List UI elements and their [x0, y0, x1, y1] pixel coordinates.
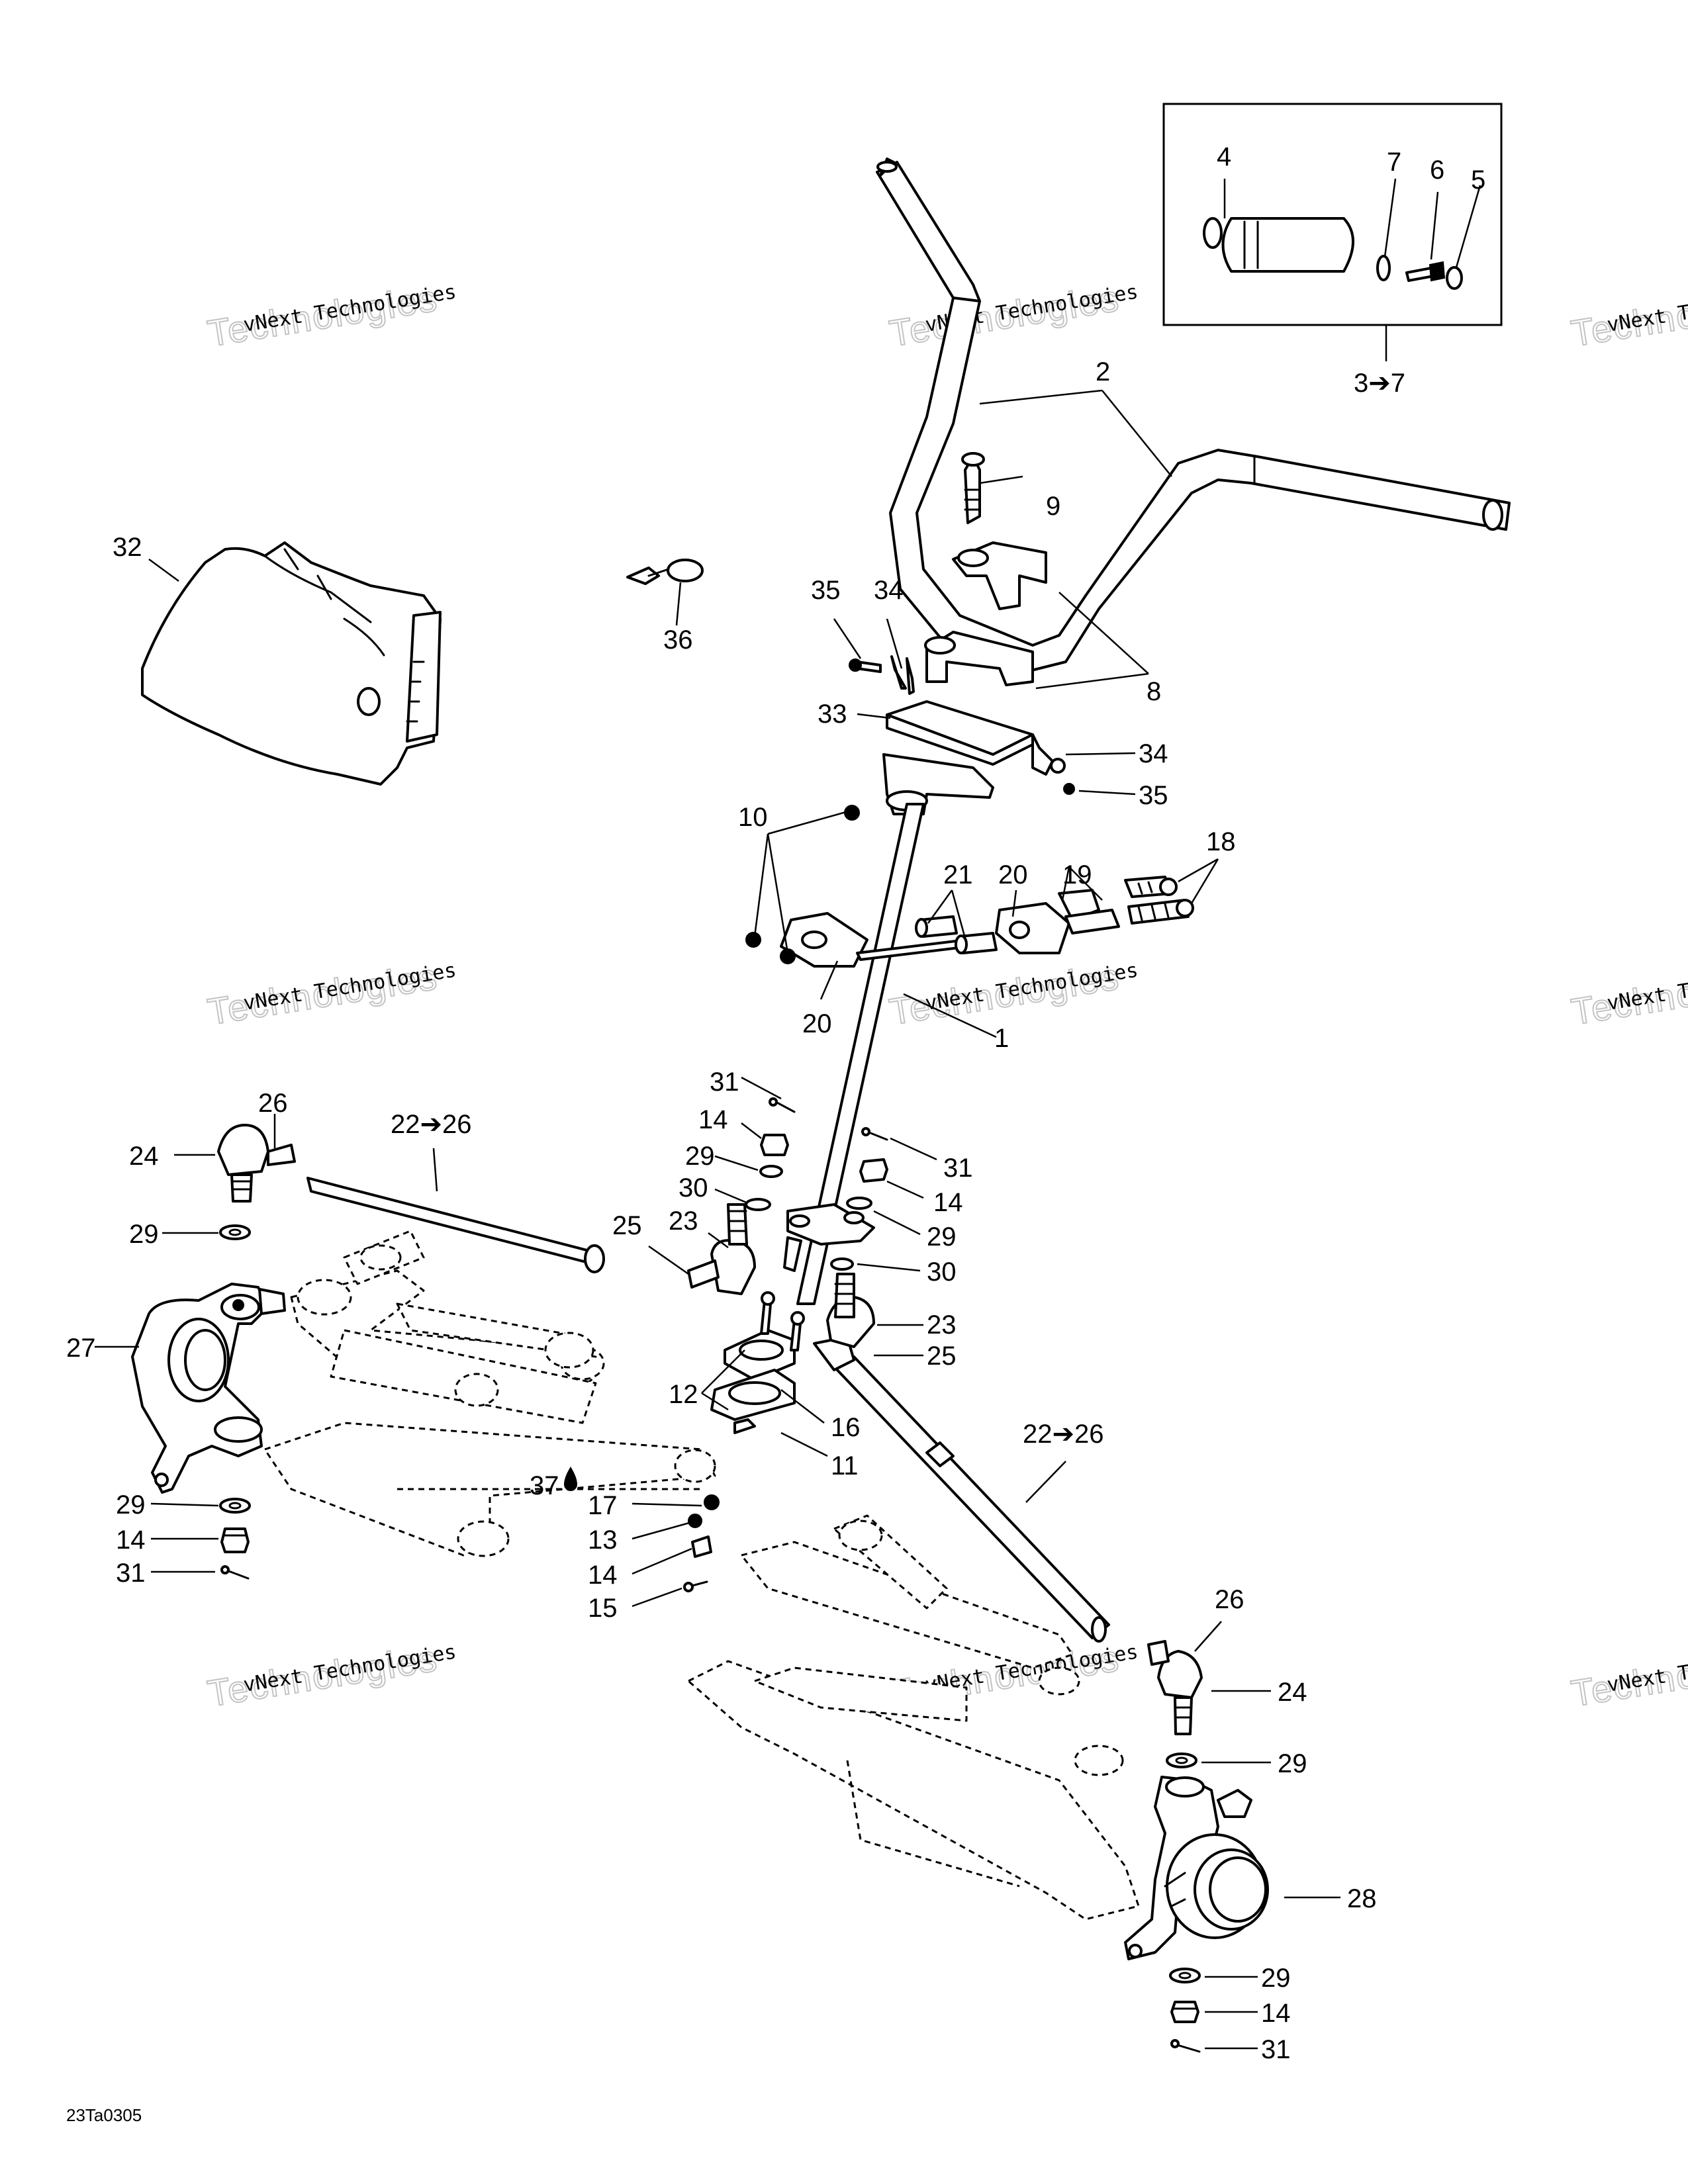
- callout-6: 6: [1430, 156, 1444, 185]
- callout-29: 29: [116, 1490, 146, 1520]
- callout-15: 15: [588, 1594, 618, 1623]
- callout-29: 29: [129, 1220, 159, 1249]
- callout-31: 31: [1261, 2035, 1291, 2064]
- callout-18: 18: [1206, 827, 1236, 856]
- column-brackets: [745, 805, 1194, 968]
- callout-14: 14: [698, 1105, 728, 1134]
- callout-22-to-26: 22➔26: [1023, 1420, 1104, 1449]
- callout-27: 27: [66, 1334, 96, 1363]
- hardware: [219, 1097, 1201, 2053]
- callout-14: 14: [116, 1525, 146, 1555]
- callout-23: 23: [669, 1206, 698, 1236]
- steering-knuckles: [131, 1283, 1269, 1960]
- callout-37: 37: [530, 1471, 559, 1500]
- callout-30: 30: [679, 1173, 708, 1203]
- callout-36: 36: [663, 625, 693, 655]
- callout-24: 24: [129, 1142, 159, 1171]
- callout-31: 31: [116, 1559, 146, 1588]
- callout-3-to-7: 3➔7: [1354, 369, 1405, 398]
- callout-21: 21: [943, 860, 973, 889]
- callout-4: 4: [1217, 142, 1231, 171]
- handlebar-clamps: [849, 452, 1075, 795]
- callout-29: 29: [685, 1142, 715, 1171]
- callout-34: 34: [874, 576, 904, 605]
- callout-8: 8: [1147, 677, 1161, 706]
- callout-14: 14: [1261, 1999, 1291, 2028]
- callout-22-to-26: 22➔26: [391, 1110, 472, 1139]
- callout-24: 24: [1278, 1678, 1307, 1707]
- callout-26: 26: [1215, 1585, 1244, 1614]
- callout-35: 35: [811, 576, 841, 605]
- callout-30: 30: [927, 1257, 957, 1287]
- ball-joints: [217, 1124, 1203, 1735]
- callout-1: 1: [994, 1024, 1009, 1053]
- grip-inset: [1162, 103, 1503, 361]
- callout-28: 28: [1347, 1884, 1377, 1913]
- callout-14: 14: [933, 1188, 963, 1217]
- callout-20: 20: [998, 860, 1028, 889]
- callout-5: 5: [1471, 165, 1485, 195]
- callout-11: 11: [831, 1451, 859, 1480]
- callout-16: 16: [831, 1413, 861, 1442]
- front-suspension-frame: [263, 1230, 1140, 1921]
- callout-32: 32: [113, 533, 142, 562]
- callout-2: 2: [1096, 357, 1110, 387]
- callout-23: 23: [927, 1310, 957, 1340]
- leader-lines: [95, 389, 1340, 2050]
- callout-31: 31: [710, 1068, 739, 1097]
- drawing-code: 23Ta0305: [66, 2105, 142, 2125]
- callout-31: 31: [943, 1154, 973, 1183]
- callout-25: 25: [612, 1211, 642, 1240]
- steering-column: [783, 753, 994, 1305]
- grease-drop-icon: [563, 1467, 578, 1491]
- callout-33: 33: [818, 700, 847, 729]
- callout-26: 26: [258, 1089, 288, 1118]
- callout-17: 17: [588, 1491, 618, 1520]
- callout-20: 20: [802, 1009, 832, 1038]
- steering-cover: [141, 541, 442, 786]
- callout-19: 19: [1062, 860, 1092, 889]
- callout-35: 35: [1139, 781, 1168, 810]
- callout-12: 12: [669, 1380, 698, 1409]
- tie-rods: [306, 1177, 1110, 1643]
- callout-29: 29: [1278, 1749, 1307, 1778]
- callout-10: 10: [738, 803, 768, 832]
- callout-29: 29: [927, 1222, 957, 1251]
- callout-25: 25: [927, 1342, 957, 1371]
- lower-bearing-assembly: [683, 1291, 805, 1592]
- cable-tie: [626, 559, 704, 585]
- callout-34: 34: [1139, 739, 1168, 768]
- callout-7: 7: [1387, 148, 1401, 177]
- callout-labels: 4 7 6 5 3➔7 2 9 32 36 35 34 8 33 34 35 1…: [66, 142, 1485, 2064]
- callout-13: 13: [588, 1525, 618, 1555]
- callout-9: 9: [1046, 492, 1060, 521]
- callout-14: 14: [588, 1561, 618, 1590]
- callout-29: 29: [1261, 1964, 1291, 1993]
